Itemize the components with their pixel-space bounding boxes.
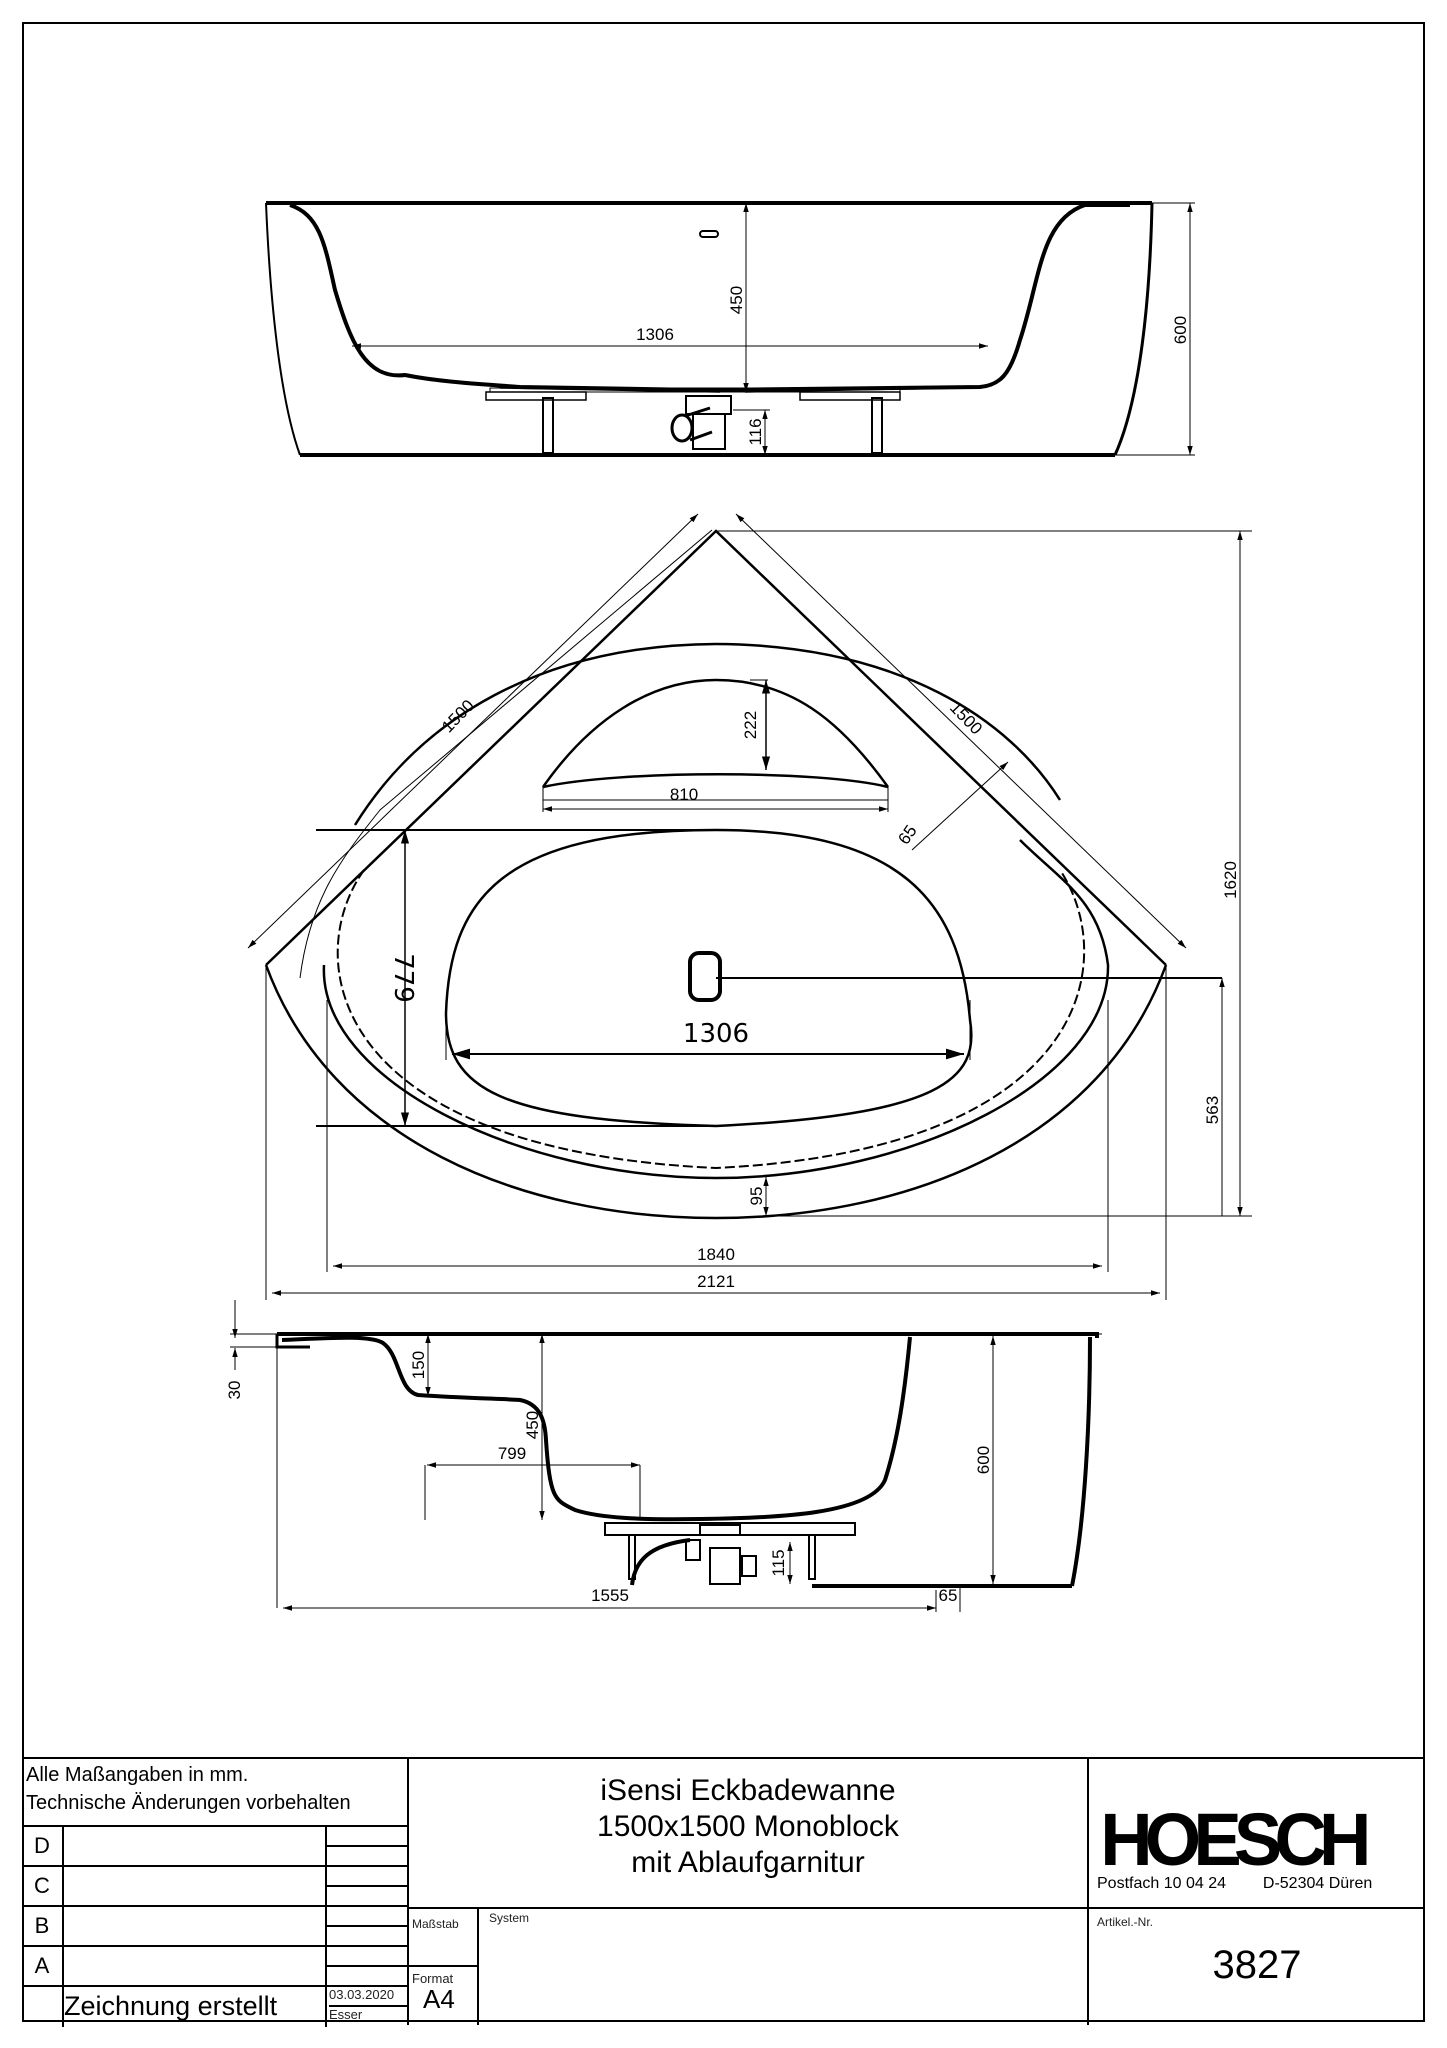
company-address: Postfach 10 04 24 D-52304 Düren bbox=[1097, 1875, 1425, 1893]
title-line-2: 1500x1500 Monoblock bbox=[597, 1810, 899, 1843]
revision-d-desc bbox=[64, 1827, 327, 1867]
dim-plan-side-right: 1500 bbox=[946, 698, 986, 738]
note-units: Alle Maßangaben in mm. bbox=[26, 1764, 249, 1786]
company-city: D-52304 Düren bbox=[1262, 1875, 1373, 1892]
dim-side-length: 1555 bbox=[591, 1586, 629, 1605]
revision-c-desc bbox=[64, 1867, 327, 1907]
created-label: Zeichnung erstellt bbox=[64, 1987, 327, 2027]
dim-side-rim-offset: 30 bbox=[225, 1381, 244, 1400]
note-changes: Technische Änderungen vorbehalten bbox=[26, 1792, 351, 1814]
dim-side-floor-length: 799 bbox=[498, 1444, 526, 1463]
revision-table: D C B A Zeichnung erstellt 03.03.2020 Es… bbox=[22, 1825, 407, 2027]
dim-plan-side-left: 1500 bbox=[438, 696, 478, 736]
revision-c: C bbox=[22, 1867, 64, 1907]
rev-a-date bbox=[327, 1947, 407, 1967]
dim-front-drain-height: 116 bbox=[746, 418, 765, 445]
dim-side-height: 600 bbox=[974, 1446, 993, 1474]
dim-plan-basin-width: 779 bbox=[388, 953, 418, 1003]
plan-view bbox=[247, 513, 1252, 1300]
dim-plan-backrest-width: 810 bbox=[670, 785, 698, 804]
created-by: Esser bbox=[329, 2007, 363, 2022]
scale-label: Maßstab bbox=[412, 1917, 459, 1931]
article-number: 3827 bbox=[1212, 1943, 1302, 1987]
company-logo: HOESCH bbox=[1100, 1798, 1371, 1881]
rev-d-date bbox=[327, 1827, 407, 1847]
drawing-frame bbox=[22, 22, 1425, 2022]
format-cell: Format A4 bbox=[407, 1965, 477, 2025]
dim-side-depth: 450 bbox=[523, 1411, 542, 1439]
front-elevation-view bbox=[265, 201, 1195, 457]
title-block: Alle Maßangaben in mm. Technische Änderu… bbox=[22, 1757, 1425, 2027]
dim-plan-inner-width: 1840 bbox=[697, 1245, 735, 1264]
article-label: Artikel.-Nr. bbox=[1097, 1915, 1154, 1929]
dim-plan-overall-width: 2121 bbox=[697, 1272, 735, 1291]
company-postbox: Postfach 10 04 24 bbox=[1097, 1875, 1226, 1892]
dim-front-depth: 450 bbox=[727, 286, 746, 314]
dim-plan-front-overhang: 95 bbox=[747, 1187, 766, 1206]
format-label: Format bbox=[412, 1971, 454, 1986]
rev-c-date bbox=[327, 1867, 407, 1887]
article-cell: Artikel.-Nr. 3827 bbox=[1087, 1907, 1425, 2025]
dim-front-inner-length: 1306 bbox=[636, 325, 674, 344]
rev-c-by bbox=[327, 1887, 407, 1907]
title-line-3: mit Ablaufgarnitur bbox=[631, 1846, 865, 1879]
dim-plan-rim-width: 65 bbox=[894, 822, 920, 848]
format-value: A4 bbox=[423, 1984, 455, 2014]
dim-plan-front-depth: 563 bbox=[1203, 1096, 1222, 1124]
revision-a-desc bbox=[64, 1947, 327, 1987]
dim-plan-backrest-depth: 222 bbox=[741, 711, 760, 739]
rev-d-by bbox=[327, 1847, 407, 1867]
title-line-1: iSensi Eckbadewanne bbox=[600, 1774, 896, 1807]
title-block-notes: Alle Maßangaben in mm. Technische Änderu… bbox=[22, 1759, 407, 1825]
rev-a-by bbox=[327, 1967, 407, 1987]
dim-plan-total-depth: 1620 bbox=[1221, 861, 1240, 899]
revision-d: D bbox=[22, 1827, 64, 1867]
created-date: 03.03.2020 bbox=[329, 1987, 407, 2007]
dim-side-seat-depth: 150 bbox=[409, 1351, 428, 1379]
revision-b: B bbox=[22, 1907, 64, 1947]
dim-front-height: 600 bbox=[1171, 316, 1190, 344]
drawing-title: iSensi Eckbadewanne 1500x1500 Monoblock … bbox=[407, 1759, 1087, 1907]
revision-blank bbox=[22, 1987, 64, 2027]
revision-b-desc bbox=[64, 1907, 327, 1947]
dim-side-drain-height: 115 bbox=[769, 1549, 788, 1576]
rev-b-by bbox=[327, 1927, 407, 1947]
system-label: System bbox=[489, 1911, 530, 1925]
dim-side-wall-offset: 65 bbox=[939, 1586, 958, 1605]
company-block: HOESCH Postfach 10 04 24 D-52304 Düren bbox=[1087, 1759, 1425, 1907]
system-cell: System bbox=[477, 1907, 1087, 2025]
rev-b-date bbox=[327, 1907, 407, 1927]
revision-a: A bbox=[22, 1947, 64, 1987]
side-elevation-view bbox=[230, 1300, 1102, 1612]
dim-plan-basin-length: 1306 bbox=[683, 1019, 749, 1049]
